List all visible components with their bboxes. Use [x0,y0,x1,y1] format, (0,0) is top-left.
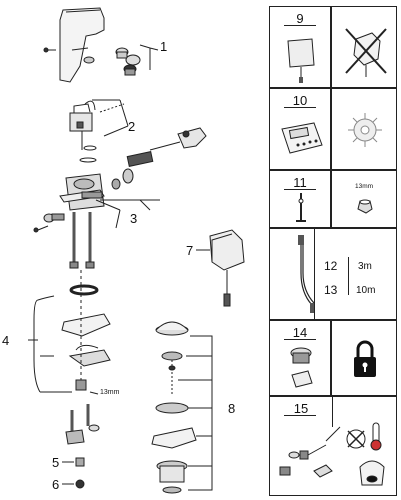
divider [284,107,316,108]
callout-3: 3 [130,211,138,226]
wrench-key-icon [296,193,306,222]
tool-size-label: 13mm [100,389,120,396]
item-12-number: 12 [324,259,338,273]
item-14-lock-box [331,320,397,396]
temperature-limiter-kit-icon [279,422,385,486]
item-10-number: 10 [292,93,308,108]
callout-2: 2 [128,119,136,134]
solenoid-valve-illustration [69,100,97,163]
extension-cable-icon [298,235,315,313]
socket-size-label: 13mm [354,183,374,190]
item-15-box: 15 [269,396,397,496]
item-11-number: 11 [293,175,307,190]
items-12-13-box: 12 3m 13 10m [269,228,397,320]
divider [348,257,349,295]
handle-cartridge-illustration [111,127,207,190]
divider [284,25,316,26]
faucet-spout-illustration [59,7,105,83]
item-11-box: 11 [269,170,331,228]
item-9-box: 9 [269,6,331,88]
gear-icon [348,113,382,147]
power-supply-illustration [196,229,245,307]
divider [284,415,316,416]
aerator-insert-icon [290,347,313,388]
item-10-box: 10 [269,88,331,170]
filter-part-illustration [75,457,85,467]
valve-body-illustration [59,173,121,229]
aerator-parts-illustration [43,47,141,76]
item-11-socket-box: 13mm [331,170,397,228]
item-14-number: 14 [292,325,308,340]
remote-control-icon [281,122,323,154]
hex-socket-icon [357,199,373,214]
divider [332,397,333,427]
callout-5: 5 [52,455,60,470]
no-power-adapter-icon [345,28,387,77]
callout-8: 8 [228,401,236,416]
item-12-length: 3m [358,261,372,272]
item-9-no-battery-box [331,6,397,88]
callout-7: 7 [186,243,194,258]
lock-icon [354,340,376,377]
item-13-number: 13 [324,283,338,297]
end-cap-illustration [75,479,85,489]
callout-4: 4 [2,333,10,348]
item-9-number: 9 [296,11,304,26]
item-14-box: 14 [269,320,331,396]
callout-1: 1 [160,39,168,54]
flexible-hoses-illustration [69,212,95,269]
item-10-gear-box [331,88,397,170]
mounting-set-illustration [61,270,111,391]
divider [314,229,315,319]
divider [284,189,316,190]
divider [284,339,316,340]
battery-pack-icon [287,38,315,83]
waste-set-illustration [151,321,197,494]
exploded-view-drawing [28,7,245,494]
connection-hoses-illustration [65,404,100,445]
fixing-screw-illustration [33,213,65,233]
callout-6: 6 [52,477,60,492]
item-13-length: 10m [356,285,376,296]
item-15-number: 15 [293,401,309,416]
